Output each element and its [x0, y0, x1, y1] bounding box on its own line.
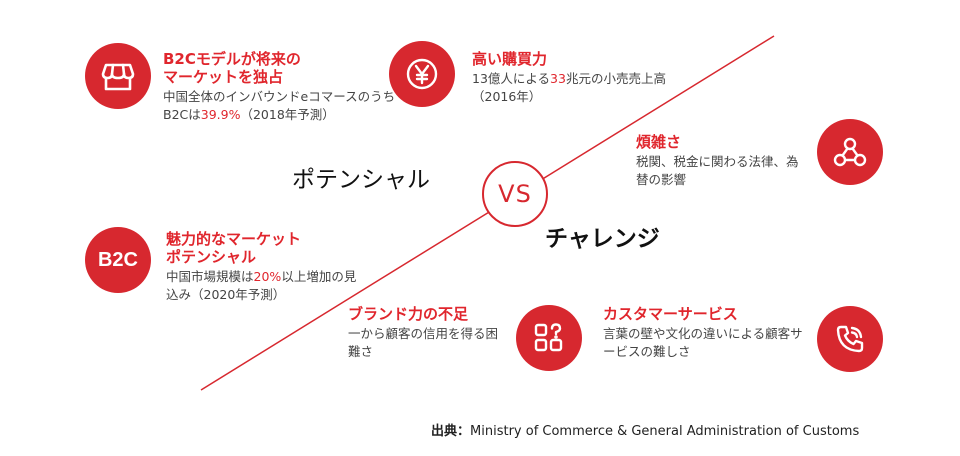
b2c-icon: B2C — [85, 227, 151, 293]
source-text: Ministry of Commerce & General Administr… — [470, 424, 860, 439]
item-title: 高い購買力 — [472, 50, 548, 68]
vs-badge: VS — [482, 161, 548, 227]
item-purchasing-power: 高い購買力 13億人による33兆元の小売売上高 （2016年） — [472, 50, 666, 106]
desc-text: （2018年予測） — [240, 107, 335, 122]
apps-question-icon — [516, 305, 582, 371]
desc-line: 中国市場規模は20%以上増加の見 — [166, 268, 356, 286]
desc-line: 中国全体のインバウンドeコマースのうち — [163, 89, 396, 104]
item-title: 煩雑さ — [636, 133, 682, 151]
item-brand-power: ブランド力の不足 一から顧客の信用を得る困 難さ — [348, 305, 498, 361]
desc-text: 中国市場規模は — [166, 269, 254, 284]
highlight-value: 33 — [550, 71, 566, 86]
item-description: 一から顧客の信用を得る困 難さ — [348, 325, 498, 361]
item-title: 魅力的なマーケット — [166, 230, 302, 248]
item-title: ポテンシャル — [166, 248, 257, 266]
source-citation: 出典：Ministry of Commerce & General Admini… — [431, 420, 859, 439]
b2c-icon-text: B2C — [97, 248, 138, 271]
item-description: 中国全体のインバウンドeコマースのうち B2Cは39.9%（2018年予測） — [163, 88, 395, 124]
desc-line: 一から顧客の信用を得る困 — [348, 326, 499, 341]
item-description: 13億人による33兆元の小売売上高 （2016年） — [472, 70, 666, 106]
desc-line: （2016年） — [472, 89, 542, 104]
desc-text: 以上増加の見 — [281, 269, 357, 284]
highlight-value: 20% — [253, 269, 282, 284]
item-b2c-future: B2Cモデルが将来の マーケットを独占 中国全体のインバウンドeコマースのうち … — [163, 50, 395, 124]
item-description: 税関、税金に関わる法律、為 替の影響 — [636, 153, 799, 189]
desc-line: 込み（2020年予測） — [166, 287, 286, 302]
shop-icon — [85, 43, 151, 109]
potential-label: ポテンシャル — [292, 167, 430, 193]
item-description: 中国市場規模は20%以上増加の見 込み（2020年予測） — [166, 268, 356, 304]
highlight-value: 39.9% — [200, 107, 241, 122]
desc-line: 13億人による33兆元の小売売上高 — [472, 70, 666, 88]
item-complexity: 煩雑さ 税関、税金に関わる法律、為 替の影響 — [636, 133, 799, 189]
item-title: B2Cモデルが将来の — [163, 50, 301, 68]
item-customer-service: カスタマーサービス 言葉の壁や文化の違いによる顧客サ ービスの難しさ — [603, 305, 803, 361]
source-label: 出典： — [431, 424, 471, 439]
yen-icon — [389, 41, 455, 107]
item-title: ブランド力の不足 — [348, 305, 469, 323]
item-title: カスタマーサービス — [603, 305, 738, 323]
desc-line: 税関、税金に関わる法律、為 — [636, 154, 799, 169]
desc-text: 兆元の小売売上高 — [565, 71, 666, 86]
desc-line: 難さ — [348, 344, 374, 359]
item-description: 言葉の壁や文化の違いによる顧客サ ービスの難しさ — [603, 325, 803, 361]
desc-line: 言葉の壁や文化の違いによる顧客サ — [603, 326, 803, 341]
network-icon — [817, 119, 883, 185]
challenge-label: チャレンジ — [545, 226, 660, 252]
item-b2c-market: 魅力的なマーケット ポテンシャル 中国市場規模は20%以上増加の見 込み（202… — [166, 230, 356, 304]
desc-line: 替の影響 — [636, 172, 687, 187]
desc-text: 13億人による — [472, 71, 551, 86]
desc-line: ービスの難しさ — [603, 344, 691, 359]
desc-text: B2Cは — [163, 107, 201, 122]
desc-line: B2Cは39.9%（2018年予測） — [163, 106, 395, 124]
phone-icon — [817, 306, 883, 372]
item-title: マーケットを独占 — [163, 68, 284, 86]
